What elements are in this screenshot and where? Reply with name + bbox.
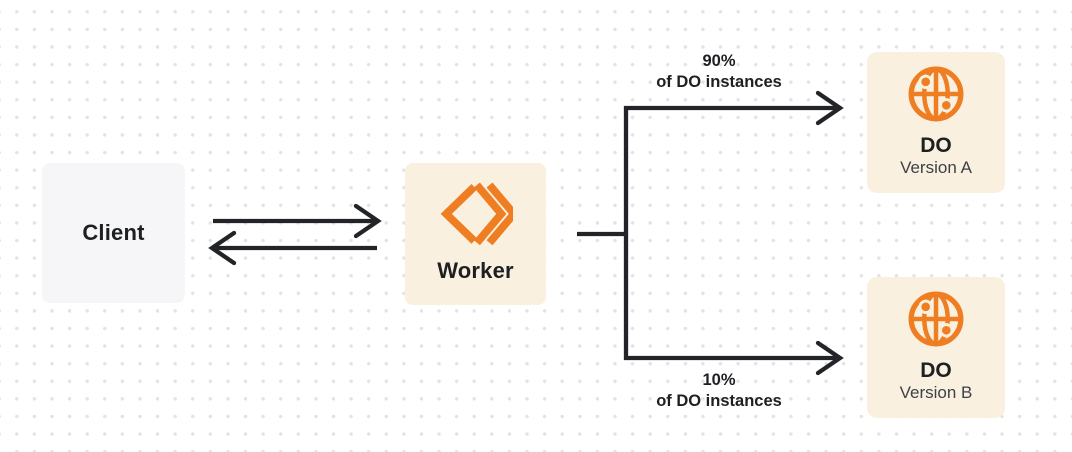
split-label-10-line2: of DO instances [656,392,782,410]
do-version-b-title: DO [920,359,952,382]
split-label-90-percent: 90% of DO instances [594,51,844,93]
arrow-to-do-version-a [624,90,844,126]
split-label-90-line2: of DO instances [656,73,782,91]
do-version-a-subtitle: Version A [900,158,972,177]
arrow-to-do-version-b [624,340,844,376]
split-connector [577,106,629,360]
split-label-10-line1: 10% [702,371,736,389]
worker-to-client-arrow [208,230,377,266]
do-version-b-node: DO Version B [867,277,1005,418]
split-label-10-percent: 10% of DO instances [594,370,844,412]
globe-network-icon [908,291,964,347]
client-to-worker-arrow [213,203,382,239]
do-version-b-subtitle: Version B [899,383,973,402]
do-version-a-node: DO Version A [867,52,1005,193]
worker-node: Worker [405,163,546,305]
split-label-90-line1: 90% [702,52,736,70]
do-version-a-title: DO [920,134,952,157]
globe-network-icon [908,66,964,122]
code-chevrons-icon [440,182,513,246]
worker-label: Worker [437,258,514,283]
client-node: Client [42,163,185,303]
client-label: Client [82,220,145,245]
